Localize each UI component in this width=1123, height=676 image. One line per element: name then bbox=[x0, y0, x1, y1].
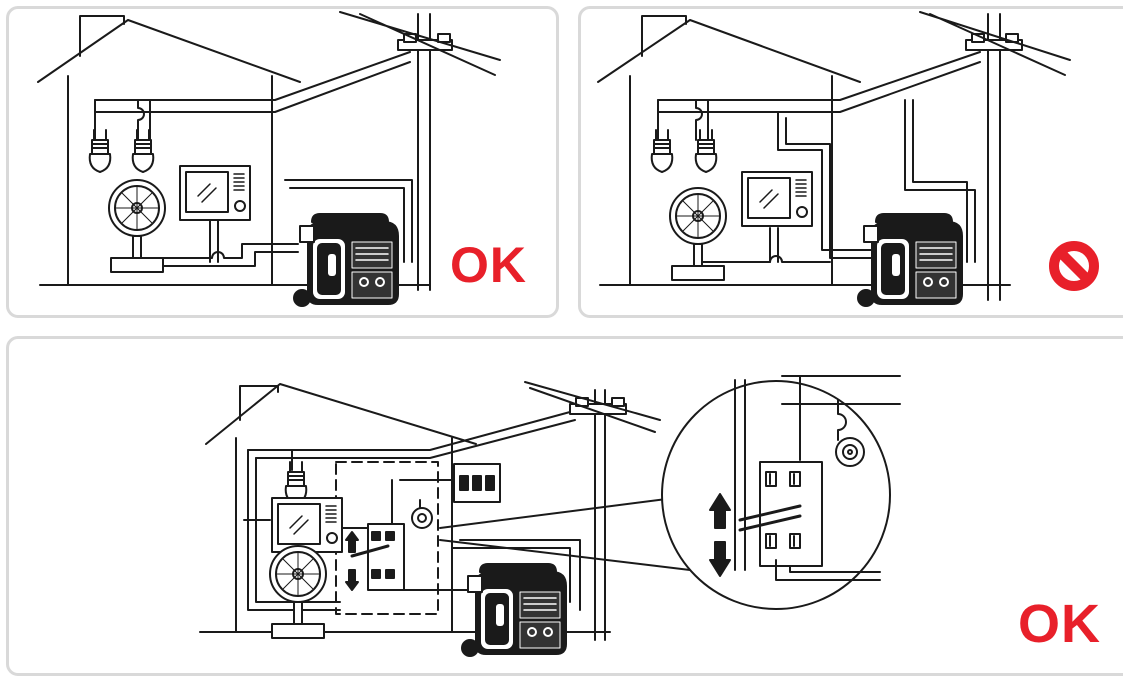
transfer-switch-detail bbox=[662, 376, 900, 609]
breaker-box bbox=[454, 464, 500, 502]
prohibited-icon bbox=[1048, 240, 1100, 292]
light-bulb-icon bbox=[696, 130, 717, 172]
fan-icon bbox=[270, 546, 326, 638]
wiring-illustrations bbox=[0, 0, 1123, 661]
meter-icon bbox=[836, 438, 864, 466]
up-down-arrow-icon bbox=[346, 532, 358, 590]
television-icon bbox=[272, 498, 342, 552]
ok-label: OK bbox=[450, 240, 527, 290]
ok-label: OK bbox=[1018, 597, 1101, 651]
television-icon bbox=[180, 166, 250, 220]
generator-icon bbox=[462, 564, 566, 656]
meter-icon bbox=[412, 508, 432, 528]
fan-icon bbox=[670, 188, 726, 280]
generator-icon bbox=[294, 214, 398, 306]
light-bulb-icon bbox=[652, 130, 673, 172]
generator-icon bbox=[858, 214, 962, 306]
fan-icon bbox=[109, 180, 165, 272]
light-bulb-icon bbox=[90, 130, 111, 172]
television-icon bbox=[742, 172, 812, 226]
transfer-switch-icon bbox=[352, 524, 404, 590]
